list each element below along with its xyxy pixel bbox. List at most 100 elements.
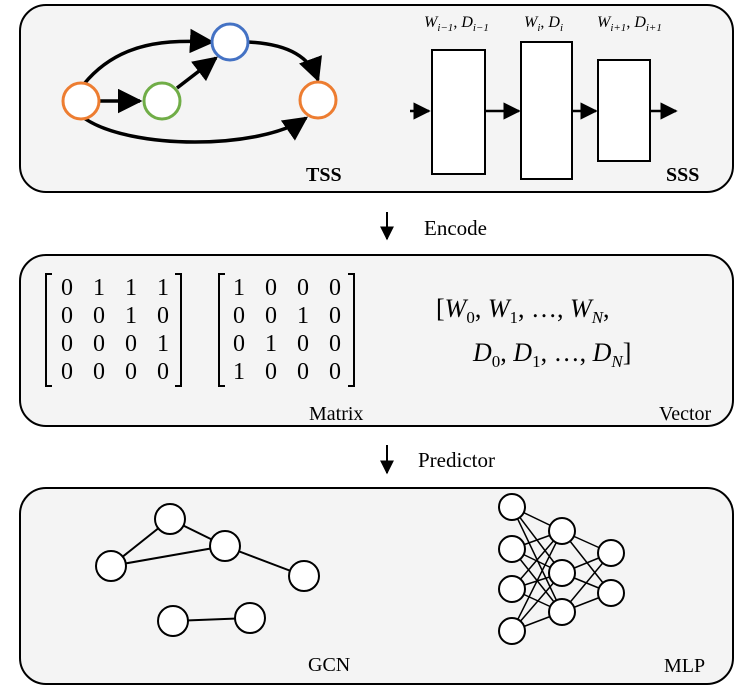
mlp-node: [498, 617, 526, 645]
block-2-d-sub: i: [560, 22, 563, 34]
gcn-label: GCN: [308, 654, 350, 676]
block-1-w-sub: i−1: [437, 22, 453, 34]
matrix-b-cell: 0: [329, 303, 341, 329]
block-3-d-sub: i+1: [646, 22, 662, 34]
block-3-d: D: [633, 14, 646, 31]
sss-block-1: [431, 49, 486, 175]
sss-block-3: [597, 59, 651, 162]
matrix-a-cell: 1: [125, 303, 137, 329]
vector-open-bracket: [: [436, 294, 445, 323]
block-1-label: Wi−1, Di−1: [424, 14, 489, 34]
block-2-label: Wi, Di: [524, 14, 563, 34]
predictor-step: Predictor: [380, 445, 495, 475]
gcn-edge-a-c: [110, 545, 226, 567]
matrix-a-cell: 0: [125, 331, 137, 357]
block-3-label: Wi+1, Di+1: [597, 14, 662, 34]
predictor-label: Predictor: [418, 448, 495, 472]
vector-label: Vector: [659, 403, 712, 425]
matrix-b-cell: 1: [233, 359, 245, 385]
vector-w0: W: [445, 294, 469, 323]
bottom-panel-box: [19, 487, 734, 685]
vector-comma-3: ,: [557, 294, 570, 323]
matrix-b-cell: 0: [297, 331, 309, 357]
gcn-node: [234, 602, 266, 634]
matrix-b-cell: 0: [329, 359, 341, 385]
matrix-a-cell: 0: [61, 275, 73, 301]
matrix-b-cell: 0: [233, 331, 245, 357]
matrix-a-cell: 0: [125, 359, 137, 385]
matrix-b-cell: 0: [329, 331, 341, 357]
mlp-node: [548, 559, 576, 587]
vector-line-1: [W0, W1, …, WN,: [436, 294, 610, 327]
mlp-nodes: [498, 493, 625, 645]
gcn-node: [209, 530, 241, 562]
gcn-node: [157, 605, 189, 637]
encode-label: Encode: [424, 216, 487, 240]
vector-d1: D: [512, 338, 532, 367]
matrix-b-right-bracket: [348, 273, 355, 387]
mlp-node: [498, 535, 526, 563]
block-2-comma: ,: [540, 14, 548, 31]
vector-dn-sub: N: [610, 352, 624, 371]
vector-comma-5: ,: [541, 338, 554, 367]
block-3-comma: ,: [626, 14, 634, 31]
middle-panel-box: [19, 254, 734, 427]
matrix-a-cell: 1: [157, 331, 169, 357]
gcn-node: [288, 560, 320, 592]
vector-comma-1: ,: [475, 294, 488, 323]
mlp-node: [498, 493, 526, 521]
matrix-b-cell: 0: [329, 275, 341, 301]
block-2-w: W: [524, 14, 539, 31]
matrix-a-cell: 1: [93, 275, 105, 301]
matrix-b-cell: 1: [297, 303, 309, 329]
mlp-node: [548, 598, 576, 626]
bottom-panel: GCN MLP: [19, 487, 734, 685]
vector-d1-sub: 1: [532, 352, 541, 371]
matrix-b-cell: 1: [265, 331, 277, 357]
tss-edge-3-4: [247, 40, 322, 83]
mlp-edge: [511, 530, 563, 632]
vector-w0-sub: 0: [466, 308, 475, 327]
vector-d0: D: [472, 338, 492, 367]
tss-edge-2-3: [175, 56, 218, 90]
vector-tail-comma: ,: [603, 294, 610, 323]
tss-graph: [82, 28, 322, 144]
block-1-d-sub: i−1: [473, 22, 489, 34]
block-3-w-sub: i+1: [610, 22, 626, 34]
matrix-a-cell: 0: [157, 359, 169, 385]
matrix-b-left-bracket: [218, 273, 225, 387]
mlp-node: [498, 575, 526, 603]
matrix-b-cell: 1: [233, 275, 245, 301]
mlp-node: [597, 539, 625, 567]
vector-comma-2: ,: [518, 294, 531, 323]
vector-comma-4: ,: [500, 338, 513, 367]
matrix-a-cell: 0: [61, 331, 73, 357]
vector-line-2: D0, D1, …, DN]: [472, 338, 631, 371]
vector-comma-6: ,: [580, 338, 593, 367]
tss-node-blue: [210, 22, 250, 62]
matrix-b-cell: 0: [265, 303, 277, 329]
tss-node-green: [142, 81, 182, 121]
tss-edge-1-3: [82, 28, 215, 86]
vector-wn-sub: N: [591, 308, 605, 327]
tss-node-orange-left: [61, 81, 101, 121]
mlp-node: [597, 579, 625, 607]
matrix-a-cell: 0: [93, 359, 105, 385]
matrix-b-cell: 0: [265, 359, 277, 385]
gcn-node: [154, 503, 186, 535]
matrix-a-cell: 0: [157, 303, 169, 329]
matrix-a-left-bracket: [45, 273, 52, 387]
matrix-a-cell: 0: [93, 303, 105, 329]
top-panel: TSS Wi−1, Di−1 Wi, Di Wi+1, Di+1 SSS: [19, 4, 734, 193]
vector-w1-sub: 1: [510, 308, 519, 327]
matrix-a-cell: 0: [93, 331, 105, 357]
matrix-a-cell: 0: [61, 303, 73, 329]
gcn-node: [95, 550, 127, 582]
vector-wn: W: [570, 294, 594, 323]
vector-close-bracket: ]: [623, 338, 632, 367]
encode-step: Encode: [380, 212, 487, 241]
